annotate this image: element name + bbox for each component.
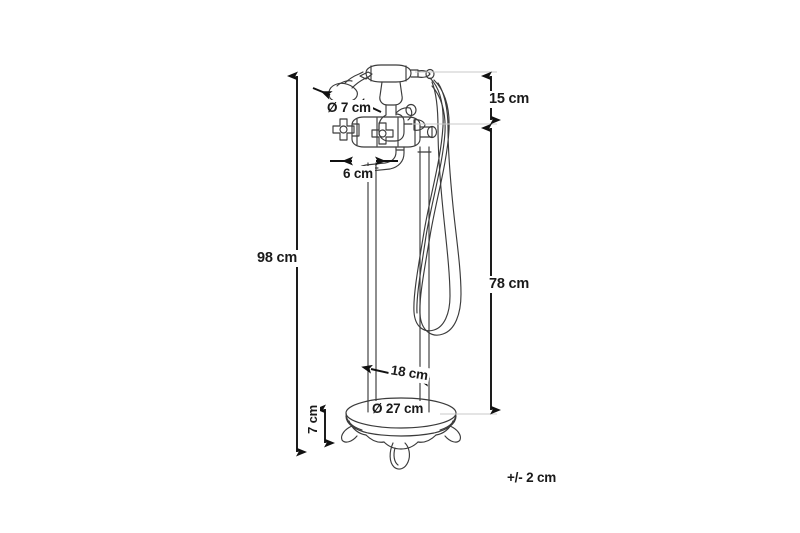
dimension-label-base-height: 7 cm bbox=[305, 405, 320, 434]
tolerance-note: +/- 2 cm bbox=[507, 470, 557, 485]
dimension-label-base-diameter: Ø 27 cm bbox=[370, 401, 426, 417]
dimension-label-shower-head-diameter: Ø 7 cm bbox=[325, 100, 373, 116]
dimension-label-spout-reach: 6 cm bbox=[341, 166, 375, 182]
dimension-label-valve-height: 78 cm bbox=[487, 276, 532, 293]
hand-shower-head-icon bbox=[328, 71, 373, 104]
pedestal-base bbox=[340, 397, 462, 470]
shower-holder-body bbox=[365, 64, 435, 83]
right-cross-handle bbox=[371, 122, 394, 145]
dimension-label-total-height: 98 cm bbox=[255, 250, 300, 267]
dimension-label-shower-head-drop: 15 cm bbox=[487, 91, 532, 108]
product-outline bbox=[328, 64, 462, 470]
valve-body bbox=[351, 116, 438, 148]
shower-hose bbox=[413, 77, 462, 336]
left-cross-handle bbox=[332, 118, 360, 141]
